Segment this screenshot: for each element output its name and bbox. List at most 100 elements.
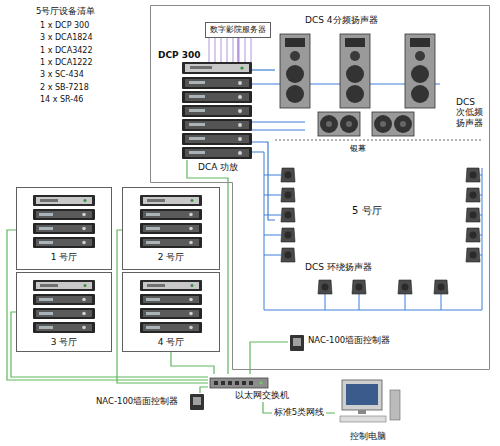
computer-icon [390, 390, 400, 420]
speaker-wiring [252, 130, 305, 131]
wall-controller: NAC-100墙面控制器 [288, 333, 400, 351]
text-slot: 2 号厅 [158, 252, 185, 262]
equipment-rack: DCP 300DCA 功放 [182, 62, 252, 160]
controller-icon [190, 335, 304, 410]
node-label: 以太网交换机 [235, 390, 289, 400]
text-slot: NAC-100墙面控制器 [96, 397, 178, 407]
node-label: NAC-100墙面控制器 [308, 336, 390, 346]
text-slot: DCS 次低频扬声器 [456, 97, 486, 128]
text-slot: 数字影院服务器 [210, 25, 266, 34]
text-slot: DCA 功放 [198, 162, 238, 172]
equipment-item: 3 x SC-434 [40, 70, 84, 79]
surround-array [434, 280, 448, 294]
main-rack [182, 62, 252, 159]
text-slot: 银幕 [350, 144, 366, 153]
node-label: 5 号厅 [352, 205, 382, 217]
equipment-item: 1 x DCA1222 [40, 58, 93, 67]
control-computer: 控制电脑 [335, 378, 402, 444]
computer-icon [358, 410, 366, 414]
hall-racks [33, 294, 95, 305]
hall-racks [140, 294, 202, 305]
text-slot: 控制电脑 [350, 431, 386, 441]
hall-box: 2 号厅 [122, 187, 220, 270]
hall-racks [33, 237, 95, 248]
text-slot: 3 号厅 [51, 337, 78, 347]
screen-line [275, 140, 482, 141]
node-label: 1 号厅 [51, 252, 78, 262]
hall-racks [33, 195, 95, 206]
node-label: DCS 4分频扬声器 [305, 15, 378, 25]
text-slot: NAC-100墙面控制器 [308, 336, 390, 346]
text-slot: 4 号厅 [158, 337, 185, 347]
computer-icon [346, 384, 378, 405]
surround-array [466, 168, 480, 182]
controller-icon [293, 338, 301, 346]
surround-array [318, 280, 332, 294]
main-rack [182, 77, 252, 89]
screen-speakers [280, 34, 435, 136]
node-label: 2 号厅 [158, 252, 185, 262]
surround-array [352, 280, 366, 294]
surround-array [466, 188, 480, 202]
connector-wire [117, 230, 208, 383]
connector-wire [11, 312, 208, 377]
computer-icon [340, 416, 386, 422]
text-slot: 2 x SB-7218 [40, 83, 89, 92]
switch-icon [210, 378, 268, 388]
surround-array [466, 228, 480, 242]
main-rack [182, 147, 252, 159]
switch-icon [214, 381, 253, 385]
surround-array [466, 248, 480, 262]
screen-speakers [280, 34, 310, 108]
surround-array [398, 280, 412, 294]
text-slot: DCS 环绕扬声器 [305, 262, 372, 272]
controller-icon [190, 394, 204, 410]
connector-wire [252, 121, 305, 122]
surround-array [281, 208, 295, 222]
text-slot: 1 x DCP 300 [40, 21, 89, 30]
text-slot: 5 号厅 [352, 205, 382, 217]
connector-wire [200, 387, 208, 393]
screen-label: 银幕 [350, 144, 366, 153]
hall-box: 4 号厅 [122, 272, 220, 352]
node-label: 数字影院服务器 [210, 25, 266, 34]
hall-box: 1 号厅 [16, 187, 112, 270]
surround-array [281, 168, 480, 294]
text-slot: 5号厅设备清单 [36, 7, 95, 17]
screen-speakers [340, 34, 370, 108]
text-slot: DCS 4分频扬声器 [305, 15, 378, 25]
main-rack [182, 62, 252, 74]
node-label: 控制电脑 [350, 431, 386, 441]
surround-array [281, 248, 295, 262]
node-label: DCS 次低频扬声器 [456, 97, 486, 128]
hall-racks [140, 237, 202, 248]
hall-racks [140, 308, 202, 319]
equipment-item: 3 x DCA1824 [40, 33, 93, 42]
hall-racks [33, 280, 95, 291]
speaker-wiring [325, 294, 441, 310]
main-rack [182, 119, 252, 131]
node-label: NAC-100墙面控制器 [96, 397, 178, 407]
switch-icon [260, 382, 263, 385]
equipment-item: 1 x DCP 300 [40, 21, 89, 30]
hall-racks [33, 223, 95, 234]
hall-racks [140, 195, 202, 206]
text-slot: 标准5类网线 [272, 408, 326, 418]
text-slot: 3 x SC-434 [40, 70, 84, 79]
speaker-wiring [264, 175, 281, 255]
connector-wire [252, 69, 275, 70]
connector-wire [252, 142, 275, 220]
connector-wire [7, 230, 208, 380]
equipment-item: 2 x SB-7218 [40, 83, 89, 92]
node-label: DCP 300 [158, 50, 201, 60]
surround-array [466, 208, 480, 222]
screen-speakers [318, 112, 360, 136]
text-slot: 1 x DCA1222 [40, 58, 93, 67]
hall-racks [140, 322, 202, 333]
equipment-item: 1 x DCA3422 [40, 46, 93, 55]
text-slot: 14 x SR-46 [40, 95, 83, 104]
subwoofer-group: DCS 次低频扬声器 [305, 108, 488, 138]
connector-wire [187, 160, 228, 374]
